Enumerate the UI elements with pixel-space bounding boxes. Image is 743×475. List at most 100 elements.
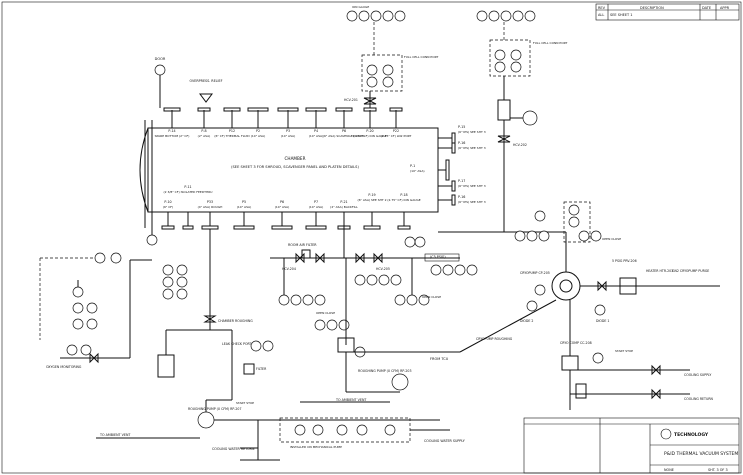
svg-text:(10" ASA): (10" ASA) bbox=[251, 134, 266, 138]
start-stop-label-2: START STOP bbox=[615, 349, 633, 353]
diode1-label: DIODE 1 bbox=[596, 319, 609, 323]
svg-text:P22: P22 bbox=[393, 129, 399, 133]
svg-text:P-15: P-15 bbox=[458, 125, 465, 129]
svg-text:(6" IPS) SEE SHT 3: (6" IPS) SEE SHT 3 bbox=[458, 200, 486, 204]
side-port: P-17 (6" IPS) SEE SHT 3 bbox=[438, 179, 486, 192]
cooling-water-supply-label: COOLING WATER SUPPLY bbox=[424, 439, 466, 443]
c5-label: (C5 PSIG) bbox=[430, 255, 446, 259]
top-port: P6 (6" ASA) SCAVENGER PANEL bbox=[323, 107, 366, 138]
mid-motor: ROUGHING PUMP (X CFM) RP-203 FROM TCU bbox=[337, 337, 460, 393]
instrument-bubbles: OPEN CLOSE OPEN CLOSE bbox=[278, 258, 478, 345]
cooling-return-label: COOLING RETURN bbox=[684, 397, 714, 401]
svg-text:P-21: P-21 bbox=[340, 200, 347, 204]
ion-gauge-label: ION GAUGE bbox=[352, 5, 369, 9]
side-port: P-16 (6" IPS) SEE SHT 3 bbox=[438, 194, 486, 206]
bottom-port: P-10 (6" CF) bbox=[161, 200, 175, 230]
top-port: P3 (10" ASA) bbox=[277, 107, 299, 138]
room-air-filter-line: ROOM AIR FILTER HCV-204 HCV-205 (C5 PSIG… bbox=[270, 236, 460, 271]
revision-block: REV DESCRIPTION DATE APPR ALL SEE SHEET … bbox=[595, 3, 740, 21]
side-port: P-16 (6" IPS) SEE SHT 3 bbox=[438, 141, 486, 154]
to-ambient-label: TO AMBIENT VENT bbox=[99, 433, 131, 437]
svg-text:P4: P4 bbox=[314, 129, 318, 133]
svg-text:P-18: P-18 bbox=[400, 193, 407, 197]
fuel-cell-label: FULL CELL CONN PORT bbox=[404, 55, 438, 59]
oxygen-monitoring: OXYGEN MONITORING bbox=[39, 228, 158, 369]
gn2-purge-label: GN2 CRYOPUMP PURGE bbox=[672, 269, 709, 273]
svg-text:(10" ASA): (10" ASA) bbox=[410, 169, 425, 173]
oxygen-label: OXYGEN MONITORING bbox=[46, 365, 82, 369]
svg-text:(2 3/8" CF) ISOLATED FEEDTHRU: (2 3/8" CF) ISOLATED FEEDTHRU bbox=[163, 190, 212, 194]
bottom-port: P7 (10" ASA) bbox=[305, 200, 327, 230]
svg-text:P-1: P-1 bbox=[410, 164, 415, 168]
svg-text:P7: P7 bbox=[314, 200, 318, 204]
side-ports: P-15 (6" IPS) SEE SHT 3 P-16 (6" IPS) SE… bbox=[410, 125, 486, 206]
chamber-roughing: CHAMBER ROUGHING LEAK CHECK PORT FILTER … bbox=[157, 229, 274, 405]
drawing-title: P&ID THERMAL VACUUM SYSTEM bbox=[664, 451, 738, 457]
svg-text:P12: P12 bbox=[229, 129, 235, 133]
svg-text:(6" CF): (6" CF) bbox=[163, 205, 173, 209]
svg-text:(10" ASA): (10" ASA) bbox=[309, 205, 324, 209]
door: DOOR bbox=[154, 57, 166, 108]
svg-text:(2" ASA) BACKFILL: (2" ASA) BACKFILL bbox=[330, 205, 358, 209]
from-tcu-label: FROM TCU bbox=[430, 357, 449, 361]
appr-header: APPR bbox=[720, 6, 730, 10]
date-header: DATE bbox=[702, 6, 711, 10]
bottom-port: P-19 (6" ASA) SEE SHT 2 bbox=[357, 193, 387, 230]
top-ports: P-14 SPARE BOTTOM (2" CF) P-8 (2" ASA) P… bbox=[155, 107, 412, 138]
cryopump-area: CRYOPUMP CP-205 OPEN CLOSE 5 PSIG PRV-20… bbox=[459, 201, 720, 410]
bottom-port: P-18 (2.75" CF) ION GAUGE bbox=[387, 193, 421, 230]
hcv204-label: HCV-204 bbox=[282, 267, 296, 271]
chamber-title: CHAMBER bbox=[285, 156, 306, 161]
start-stop-label: START STOP bbox=[236, 401, 254, 405]
svg-text:(2.75" CF) ION GAUGE: (2.75" CF) ION GAUGE bbox=[387, 198, 420, 202]
svg-text:P-19: P-19 bbox=[368, 193, 375, 197]
chamber: CHAMBER (SEE SHEET 3 FOR SHROUD, SCAVENG… bbox=[139, 120, 439, 228]
svg-text:(6" IPS) SEE SHT 3: (6" IPS) SEE SHT 3 bbox=[458, 146, 486, 150]
hcv205-label: HCV-205 bbox=[376, 267, 390, 271]
bottom-ports: P-10 (6" CF) P-11 (2 3/8" CF) ISOLATED F… bbox=[161, 185, 421, 236]
svg-text:(2.75" CF) LN2 PORT: (2.75" CF) LN2 PORT bbox=[381, 134, 412, 138]
overpressure-relief: OVERPRESS. RELIEF bbox=[190, 79, 223, 103]
sheet-number: SHT. 3 OF 3 bbox=[708, 468, 728, 472]
rev-value: ALL bbox=[598, 13, 604, 17]
bottom-port: P-11 (2 3/8" CF) ISOLATED FEEDTHRU bbox=[163, 185, 213, 230]
psv-label: 5 PSIG PRV-206 bbox=[612, 259, 637, 263]
top-port: P2 (10" ASA) bbox=[247, 107, 269, 138]
bottom-port: P6 (10" ASA) bbox=[271, 200, 293, 230]
svg-text:P33: P33 bbox=[207, 200, 213, 204]
svg-text:P-10: P-10 bbox=[164, 200, 171, 204]
svg-text:P-8: P-8 bbox=[201, 129, 206, 133]
to-ambient2-label: TO AMBIENT VENT bbox=[335, 398, 367, 402]
cooling-supply-label: COOLING SUPPLY bbox=[684, 373, 711, 377]
top-port: P12 (6" CF) THERMAL FLUID bbox=[214, 107, 250, 138]
cryopump-reg-label: CRYOPUMP ROUGHING bbox=[476, 337, 513, 341]
svg-text:P-20: P-20 bbox=[366, 129, 373, 133]
svg-text:(2" ASA): (2" ASA) bbox=[198, 134, 211, 138]
svg-text:SPARE BOTTOM (2" CF): SPARE BOTTOM (2" CF) bbox=[155, 134, 190, 138]
open-close-label-b: OPEN CLOSE bbox=[422, 295, 441, 299]
svg-text:(10" ASA): (10" ASA) bbox=[281, 134, 296, 138]
roughing-pump-label: ROUGHING PUMP (X CFM) RP-203 bbox=[358, 369, 411, 373]
cryopump-label: CRYOPUMP CP-205 bbox=[520, 271, 550, 275]
svg-text:(6" IPS) SEE SHT 3: (6" IPS) SEE SHT 3 bbox=[458, 130, 486, 134]
bottom-port: P33 (4" ASA) ROUGH bbox=[198, 200, 223, 230]
bottom-port: P5 (10" ASA) bbox=[233, 200, 255, 230]
svg-text:P6: P6 bbox=[280, 200, 284, 204]
hcv201-label: HCV-201 bbox=[344, 98, 358, 102]
diode2-label: DIODE 2 bbox=[520, 319, 533, 323]
svg-text:P3: P3 bbox=[286, 129, 290, 133]
top-right-instrument-cluster: HCV-202 FULL CELL CONN PORT bbox=[438, 10, 567, 233]
cooling-water-return-label: COOLING WATER RETURN bbox=[212, 447, 255, 451]
rev-header: REV bbox=[598, 6, 606, 10]
open-close-label-c: OPEN CLOSE bbox=[602, 237, 621, 241]
svg-text:(10" ASA): (10" ASA) bbox=[237, 205, 252, 209]
heater-label: HEATER HTR-203 bbox=[646, 269, 673, 273]
top-instrument-cluster: HCV-201 FULL CELL CONN PORT ION GAUGE bbox=[344, 5, 438, 108]
leak-check-label: LEAK CHECK PORT bbox=[222, 342, 251, 346]
svg-text:(4" ASA) ROUGH: (4" ASA) ROUGH bbox=[198, 205, 223, 209]
door-label: DOOR bbox=[155, 57, 166, 61]
svg-text:P-16: P-16 bbox=[458, 141, 465, 145]
svg-text:P-11: P-11 bbox=[184, 185, 191, 189]
svg-text:P-14: P-14 bbox=[168, 129, 175, 133]
